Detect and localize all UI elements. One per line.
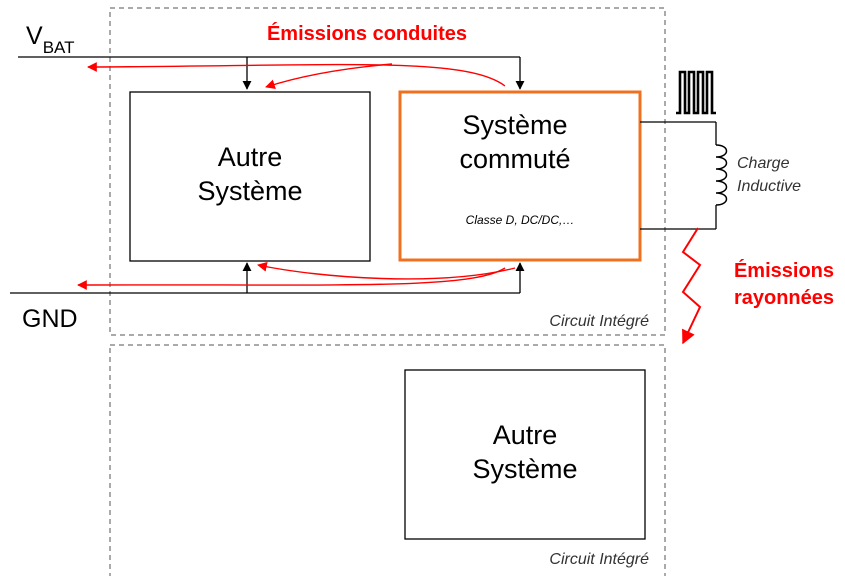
inductor-coil [715, 144, 728, 206]
pwm-pulse-icon [676, 70, 716, 115]
other-system-top-line1: Autre [218, 142, 283, 172]
conducted-path-gnd-other [257, 262, 516, 280]
radiated-emission-zigzag [681, 227, 702, 345]
vbat-label: VBAT [26, 22, 75, 57]
other-system-bottom-box [404, 369, 646, 540]
switched-system-line2: commuté [459, 144, 570, 174]
conducted-path-gnd-left [77, 267, 506, 290]
switched-system-line1: Système [462, 110, 567, 140]
ic-top-label: Circuit Intégré [549, 313, 649, 330]
conducted-path-vbat-other [265, 63, 393, 89]
switched-system-box [398, 90, 642, 262]
load-label-line1: Charge [737, 155, 790, 172]
conducted-path-vbat-left [87, 62, 506, 87]
gnd-label: GND [22, 305, 78, 333]
ic-bottom-label: Circuit Intégré [549, 551, 649, 568]
radiated-emissions-label-line1: Émissions [734, 259, 834, 282]
other-system-bottom-line2: Système [472, 454, 577, 484]
other-system-top-line2: Système [197, 176, 302, 206]
radiated-emissions-label-line2: rayonnées [734, 287, 834, 309]
other-system-top-box [129, 91, 371, 262]
load-label-line2: Inductive [737, 178, 801, 195]
other-system-bottom-line1: Autre [493, 420, 558, 450]
switched-system-examples: Classe D, DC/DC,… [466, 213, 575, 227]
conducted-emissions-label: Émissions conduites [267, 22, 467, 45]
ic-bottom-outline [109, 344, 666, 576]
conducted-emission-paths [77, 62, 516, 290]
